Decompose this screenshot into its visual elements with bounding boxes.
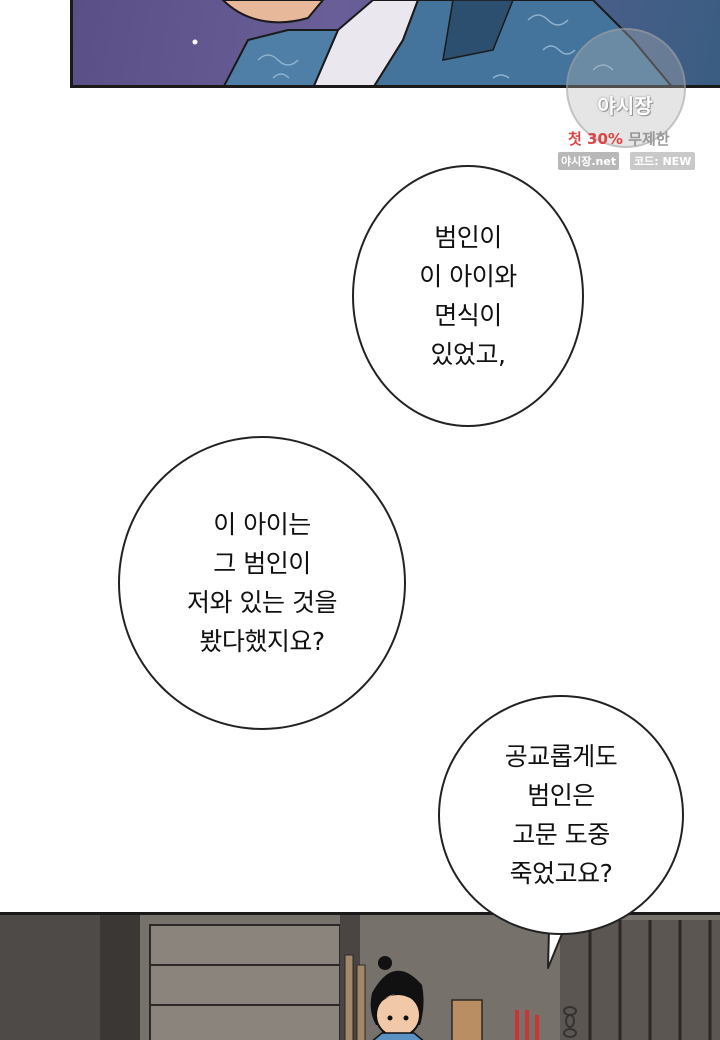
speech-bubble-1: 범인이 이 아이와 면식이 있었고, (352, 165, 584, 427)
watermark-promo-prefix: 첫 (568, 130, 582, 148)
watermark-title: 야시장 (597, 94, 653, 118)
watermark-emblem (566, 28, 686, 148)
site-watermark: 야시장 첫 30% 무제한 야시장.net 코드: NEW (558, 28, 708, 178)
watermark-promo: 첫 30% 무제한 (568, 128, 670, 149)
bubble-line: 봤다했지요? (199, 627, 325, 656)
bubble-line: 범인이 (434, 223, 502, 252)
watermark-promo-percent: 30% (587, 130, 623, 148)
bubble-line: 이 아이는 (213, 510, 311, 539)
bubble-line: 저와 있는 것을 (187, 588, 337, 617)
bubble-line: 있었고, (430, 340, 506, 369)
watermark-site: 야시장.net (558, 152, 620, 170)
bubble-line: 범인은 (527, 781, 595, 810)
bubble-line: 면식이 (434, 301, 502, 330)
watermark-code: 코드: NEW (630, 152, 696, 170)
bubble-line: 고문 도중 (512, 820, 610, 849)
bubble-line: 이 아이와 (419, 262, 517, 291)
speech-bubble-3: 공교롭게도 범인은 고문 도중 죽었고요? (438, 695, 684, 935)
bottom-comic-panel (0, 912, 720, 1040)
bubble-line: 죽었고요? (509, 859, 613, 888)
watermark-promo-suffix: 무제한 (628, 130, 670, 148)
bubble-line: 공교롭게도 (504, 742, 618, 771)
speech-bubble-2: 이 아이는 그 범인이 저와 있는 것을 봤다했지요? (118, 436, 406, 730)
bubble-line: 그 범인이 (213, 549, 311, 578)
interior-illustration (0, 915, 720, 1040)
